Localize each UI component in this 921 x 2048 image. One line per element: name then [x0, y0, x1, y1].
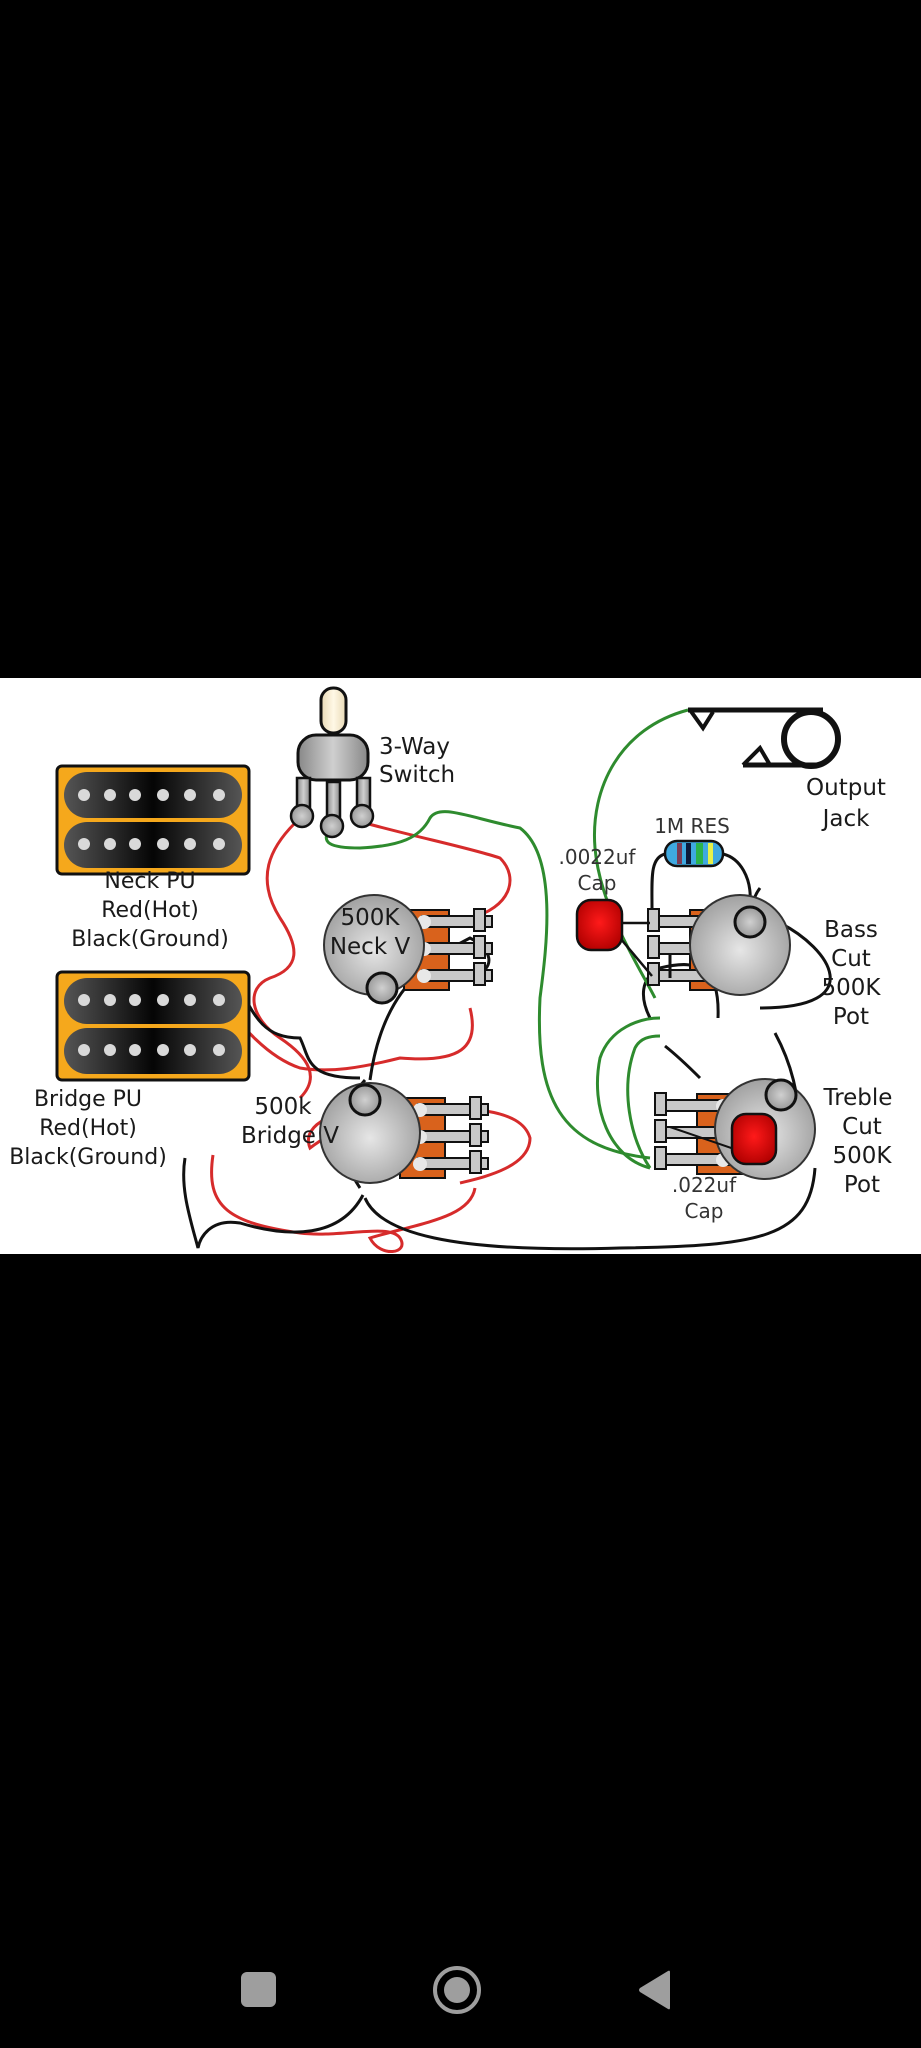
android-navigation-bar	[0, 1930, 921, 2048]
bridge-pickup	[55, 970, 251, 1082]
switch-lug	[349, 803, 375, 829]
bridge-pickup-ground-label: Black(Ground)	[9, 1145, 167, 1170]
treble-cut-pot	[654, 1078, 816, 1180]
resistor	[663, 839, 725, 868]
output-jack-label-line2: Jack	[821, 806, 871, 832]
neck-pickup-hot-label: Red(Hot)	[101, 898, 199, 923]
shield-wire	[324, 810, 651, 1160]
treble-pot-label-line1: Treble	[823, 1085, 893, 1111]
bass-cap-label-line1: .0022uf	[559, 845, 637, 869]
bridge-pickup-label: Bridge PU	[34, 1087, 142, 1112]
hot-wire	[252, 821, 312, 1100]
bass-cap	[575, 898, 624, 952]
back-icon	[639, 1970, 670, 2010]
ground-wire	[664, 1044, 702, 1080]
bass-pot-label-line3: 500K	[822, 975, 882, 1001]
bridge-pickup-hot-label: Red(Hot)	[39, 1116, 137, 1141]
shield-wire	[626, 1034, 661, 1169]
bass-cut-pot	[647, 894, 791, 996]
bridge-volume-pot	[319, 1082, 489, 1184]
switch-label-line2: Switch	[379, 762, 455, 788]
neck-pickup-label: Neck PU	[104, 869, 195, 894]
treble-pot-label-line2: Cut	[842, 1114, 882, 1140]
bass-cap-label-line2: Cap	[578, 871, 617, 895]
switch-lug	[289, 803, 315, 829]
bass-pot-label-line2: Cut	[831, 946, 871, 972]
treble-pot-label-line4: Pot	[844, 1172, 880, 1198]
shield-wire	[592, 708, 689, 999]
neck-pickup	[55, 764, 251, 876]
bass-pot-label-line1: Bass	[824, 917, 878, 943]
three-way-switch	[289, 686, 375, 839]
hot-wire	[210, 1154, 477, 1253]
home-icon-dot	[444, 1977, 470, 2003]
switch-tip	[319, 686, 348, 735]
hot-wire	[213, 987, 474, 1072]
shield-wire	[595, 1016, 661, 1170]
switch-lug	[319, 813, 345, 839]
recents-button[interactable]	[239, 1970, 279, 2010]
pole-pieces	[78, 994, 225, 1056]
bridge-volume-label-line2: Bridge V	[241, 1123, 339, 1149]
resistor-label: 1M RES	[654, 814, 730, 838]
ground-wire	[238, 987, 361, 1080]
hot-wires	[210, 821, 532, 1253]
ground-wire	[363, 1167, 817, 1251]
output-jack	[688, 707, 841, 769]
bass-pot-label-line4: Pot	[833, 1004, 869, 1030]
back-button[interactable]	[636, 1970, 676, 2010]
wiring-diagram-image[interactable]: 3-Way Switch Neck PU Red(Hot) Black(Grou…	[0, 678, 921, 1254]
neck-volume-label-line2: Neck V	[330, 934, 411, 960]
switch-body	[296, 733, 370, 782]
treble-cap-label-line2: Cap	[685, 1199, 724, 1223]
switch-label-line1: 3-Way	[379, 734, 450, 760]
bridge-volume-label-line1: 500k	[254, 1094, 312, 1120]
neck-volume-pot	[323, 894, 493, 1005]
treble-cap	[730, 1112, 778, 1166]
shield-wires	[324, 708, 689, 1170]
resistor-lead	[650, 852, 666, 909]
pole-pieces	[78, 789, 225, 850]
ground-wire	[182, 1157, 365, 1249]
home-button[interactable]	[433, 1966, 481, 2014]
recents-icon	[241, 1972, 276, 2007]
output-jack-label-line1: Output	[806, 775, 886, 801]
neck-volume-label-line1: 500K	[341, 905, 401, 931]
wiring-diagram-svg: 3-Way Switch Neck PU Red(Hot) Black(Grou…	[9, 686, 893, 1253]
hot-wire	[364, 821, 512, 920]
treble-cap-label-line1: .022uf	[672, 1173, 737, 1197]
neck-pickup-ground-label: Black(Ground)	[71, 927, 229, 952]
treble-pot-label-line3: 500K	[833, 1143, 893, 1169]
bass-cap-leads	[619, 921, 653, 977]
home-icon	[433, 1966, 481, 2014]
